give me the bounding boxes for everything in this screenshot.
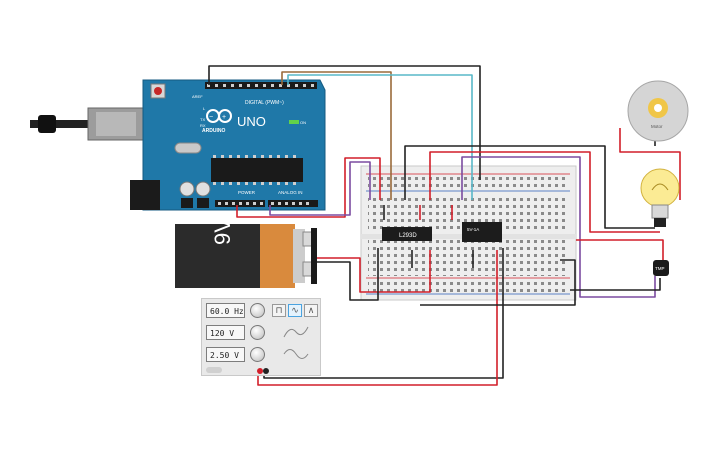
wire-red [257, 250, 498, 386]
tx-label: TX [200, 117, 205, 122]
power-switch[interactable] [206, 367, 222, 373]
temperature-sensor[interactable]: TMP [653, 260, 669, 276]
capacitor [195, 181, 211, 197]
l293d-driver-chip[interactable]: L293D [382, 227, 432, 241]
wire-black [208, 65, 481, 180]
arduino-brand: ARDUINO [202, 128, 225, 134]
motor-label: Motor [651, 124, 663, 129]
relay-label: 5V-1A [467, 227, 479, 232]
arduino-uno-board[interactable]: DIGITAL (PWM~) AREF − + ARDUINO UNO TX R… [30, 79, 326, 211]
arduino-logo: − + [206, 109, 232, 123]
wire-red [576, 239, 664, 270]
function-generator[interactable]: 60.0 Hz 120 V 2.50 V ⊓ ∿ ∧ [201, 298, 321, 376]
usb-cable [30, 120, 100, 128]
digital-pins-label: DIGITAL (PWM~) [245, 100, 284, 106]
arduino-model: UNO [237, 114, 266, 129]
amplitude-wave-icon [283, 326, 309, 338]
power-jack [130, 180, 160, 210]
digital-header [205, 82, 317, 89]
on-led [289, 120, 299, 124]
on-label: ON [300, 120, 306, 125]
aref-label: AREF [192, 94, 203, 99]
triangle-wave-button[interactable]: ∧ [304, 304, 318, 317]
light-bulb[interactable] [640, 168, 680, 227]
offset-knob[interactable] [250, 347, 265, 362]
wire-black [420, 259, 576, 306]
square-wave-button[interactable]: ⊓ [272, 304, 286, 317]
capacitor [179, 181, 195, 197]
frequency-knob[interactable] [250, 303, 265, 318]
relay-chip[interactable]: 5V-1A [462, 222, 502, 242]
crystal-oscillator [174, 142, 202, 154]
dc-motor[interactable]: Motor [627, 80, 689, 142]
amplitude-display: 120 V [206, 325, 245, 340]
svg-text:−: − [209, 114, 213, 121]
microcontroller-chip [211, 158, 303, 182]
battery-label: 9V [210, 218, 235, 245]
wire-black [315, 248, 379, 301]
wire-red [429, 151, 660, 233]
battery-9v[interactable]: 9V [175, 218, 317, 288]
wires [208, 65, 681, 386]
wire-black [404, 145, 655, 229]
negative-terminal[interactable] [263, 368, 269, 374]
rx-label: RX [200, 123, 206, 128]
offset-wave-icon [283, 349, 309, 359]
positive-terminal[interactable] [257, 368, 263, 374]
wire-brown [281, 71, 392, 200]
wire-black [570, 278, 661, 291]
l-label: L [203, 106, 206, 111]
analog-label: ANALOG IN [278, 190, 303, 195]
wire-purple [461, 156, 656, 298]
wire-cyan [287, 74, 473, 200]
sine-wave-button[interactable]: ∿ [288, 304, 302, 317]
offset-display: 2.50 V [206, 347, 245, 362]
wire-purple [269, 161, 371, 216]
power-label: POWER [238, 190, 256, 195]
l293d-label: L293D [399, 233, 417, 239]
wire-red [315, 250, 431, 293]
amplitude-knob[interactable] [250, 325, 265, 340]
svg-text:+: + [222, 114, 226, 121]
wire-red [619, 128, 681, 200]
frequency-display: 60.0 Hz [206, 303, 245, 318]
wire-red [236, 157, 381, 218]
temp-sensor-label: TMP [655, 266, 665, 271]
breadboard-jumpers [383, 205, 474, 268]
